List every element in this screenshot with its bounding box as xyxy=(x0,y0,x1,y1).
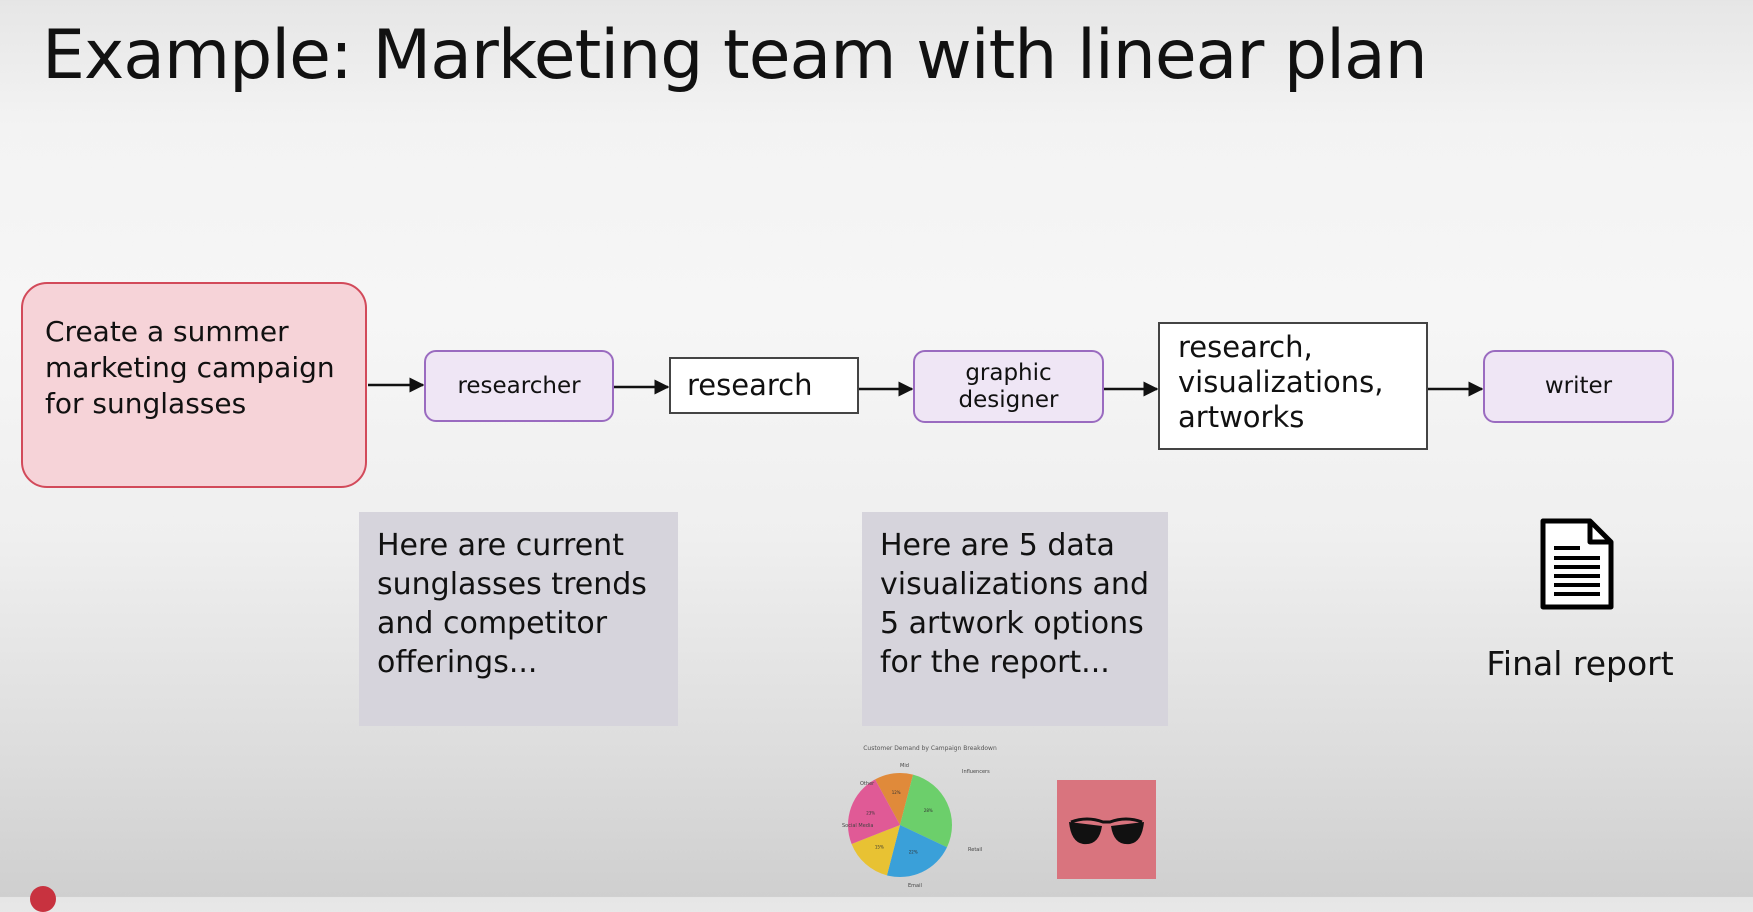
artifact-combined: research, visualizations, artworks xyxy=(1158,322,1428,450)
corner-logo-mark xyxy=(30,886,56,912)
pie-slice-value: 15% xyxy=(875,844,884,849)
artifact-research: research xyxy=(669,357,859,414)
final-report-label: Final report xyxy=(1486,644,1674,683)
researcher-output-note: Here are current sunglasses trends and c… xyxy=(359,512,678,726)
document-icon xyxy=(1540,518,1614,610)
sunglasses-icon xyxy=(1069,817,1144,845)
pie-slice xyxy=(851,825,900,876)
pie-slice xyxy=(900,774,952,848)
agent-researcher: researcher xyxy=(424,350,614,422)
pie-slice xyxy=(848,779,900,845)
pie-slice-value: 23% xyxy=(866,810,875,815)
agent-researcher-label: researcher xyxy=(457,372,581,399)
pie-category-label: Email xyxy=(908,883,922,889)
pie-category-label: Social Media xyxy=(842,823,873,829)
pie-category-label: Influencers xyxy=(962,769,990,775)
pie-slice-value: 12% xyxy=(892,790,901,795)
page-title: Example: Marketing team with linear plan xyxy=(42,16,1428,95)
pie-slice xyxy=(875,773,914,825)
pie-slice-value: 22% xyxy=(909,849,918,854)
agent-graphic-designer-label: graphic designer xyxy=(958,359,1059,413)
pie-title: Customer Demand by Campaign Breakdown xyxy=(863,745,997,752)
agent-writer: writer xyxy=(1483,350,1674,423)
pie-category-label: Retail xyxy=(968,847,982,853)
pie-category-label: Other xyxy=(860,781,875,787)
agent-graphic-designer: graphic designer xyxy=(913,350,1104,423)
task-box: Create a summer marketing campaign for s… xyxy=(21,282,367,488)
agent-writer-label: writer xyxy=(1544,373,1613,399)
artwork-thumbnail xyxy=(1057,780,1156,879)
pie-slice-value: 28% xyxy=(924,808,933,813)
pie-chart-thumbnail: Customer Demand by Campaign Breakdown 12… xyxy=(840,745,1020,897)
pie-slice xyxy=(886,825,947,877)
designer-output-note: Here are 5 data visualizations and 5 art… xyxy=(862,512,1168,726)
pie-category-label: Mid xyxy=(900,763,909,769)
